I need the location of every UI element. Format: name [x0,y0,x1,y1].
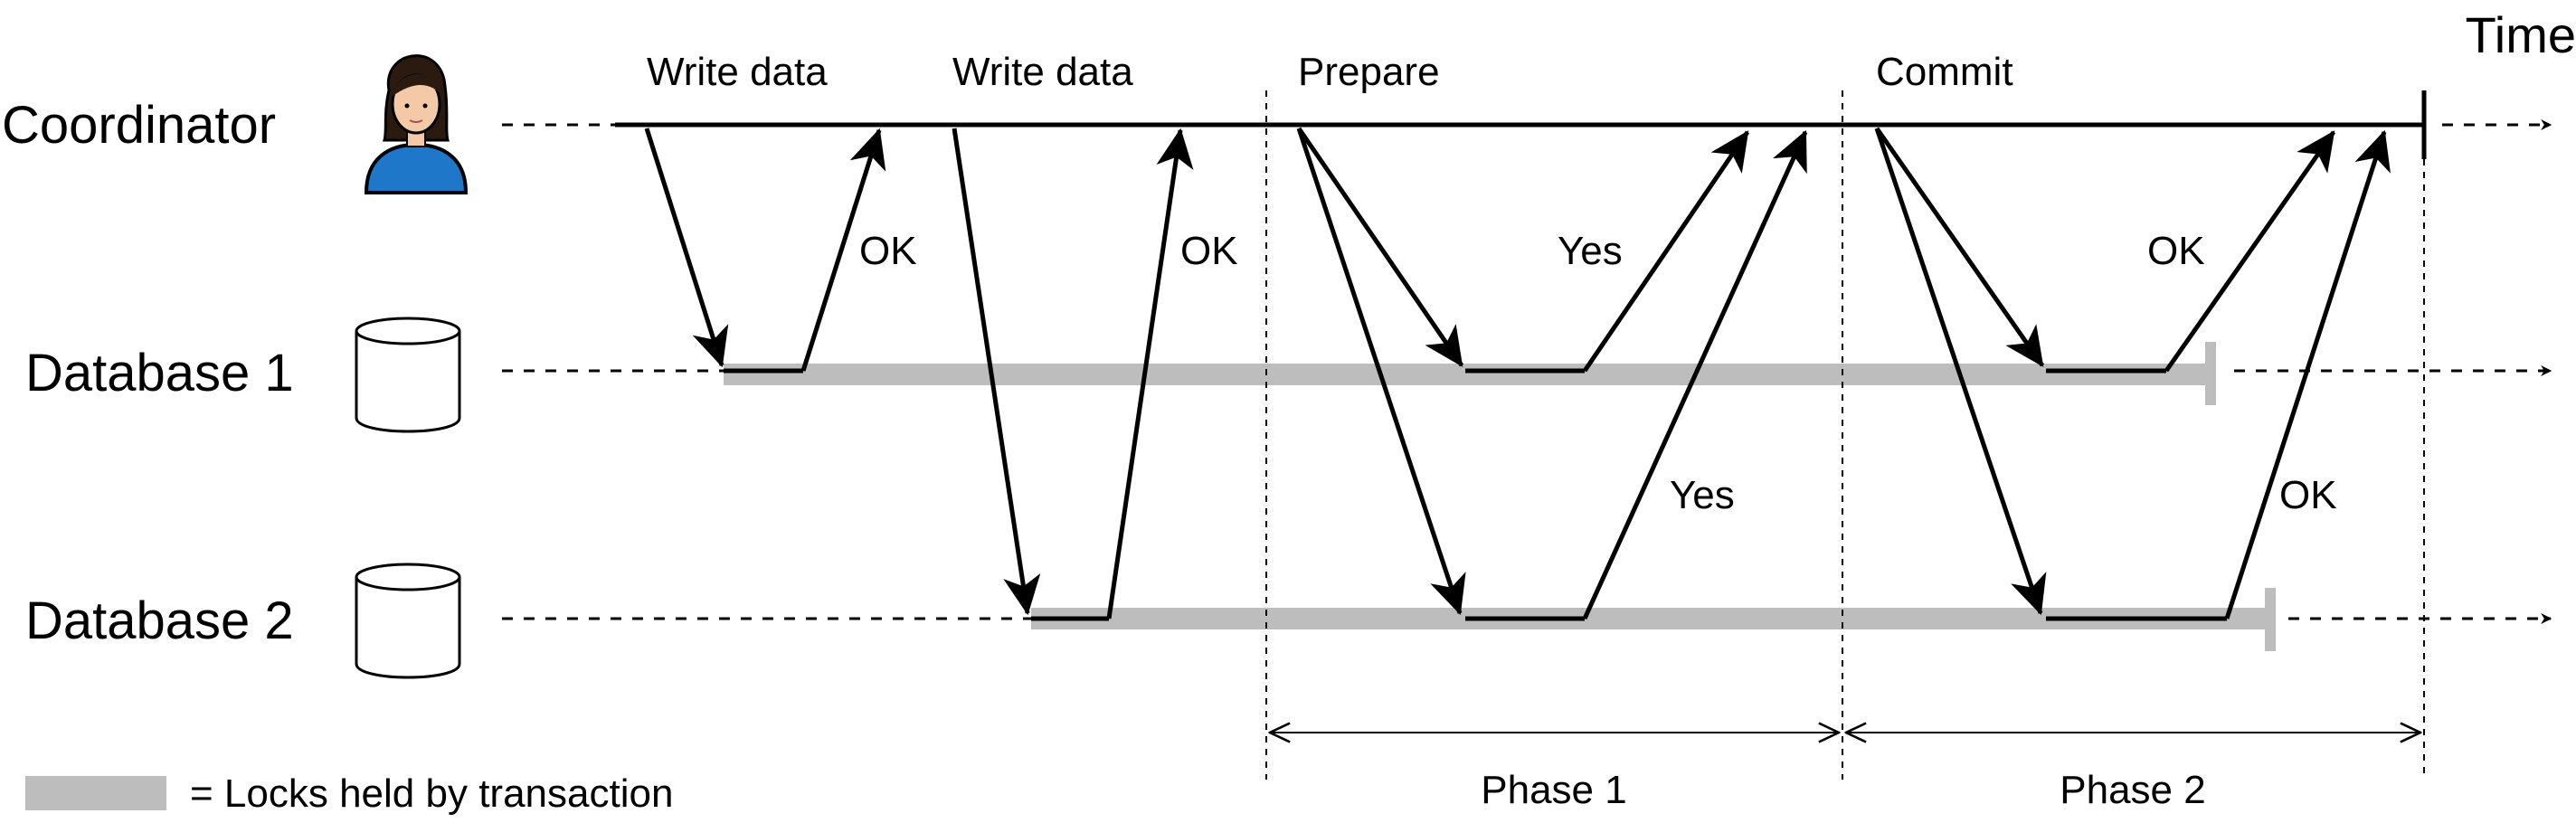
step-label-commit: Commit [1876,50,2013,94]
lock-bar-db2-end [2265,588,2276,651]
step-label-write1: Write data [647,50,828,94]
lock-bars [724,342,2276,651]
time-axis-label: Time [2466,6,2576,63]
lock-bar-db1-end [2205,342,2216,405]
arrow-yes-db1 [1582,130,1750,373]
timelines [502,90,2552,624]
arrow-write-db1 [644,128,729,368]
phase2-label: Phase 2 [2060,768,2205,812]
cylinder-icon [355,317,461,433]
cylinder-icon [355,563,461,679]
arrow-prepare-db2 [1296,128,1466,616]
legend-text: = Locks held by transaction [190,771,673,816]
coordinator-label: Coordinator [2,96,276,155]
step-label-prepare: Prepare [1298,50,1440,94]
phase-dividers [1265,90,2425,780]
lock-bar-db1 [724,364,2207,385]
arrow-yes-db2 [1582,129,1808,620]
arrow-write-db2 [952,128,1041,616]
arrow-ok-write-db2 [1106,128,1194,620]
response-yes-db2: Yes [1670,473,1735,517]
response-ok-write1: OK [859,229,917,273]
arrow-ok-commit-db2 [2224,129,2391,620]
step-label-write2: Write data [952,50,1133,94]
arrow-commit-db2 [1874,128,2047,616]
db1-label: Database 1 [25,344,294,402]
arrow-prepare-db1 [1296,127,1464,367]
person-icon [364,54,469,194]
arrow-ok-write-db1 [800,128,886,372]
response-yes-db1: Yes [1558,229,1623,273]
message-arrows [644,127,2391,620]
response-ok-commit-db2: OK [2279,473,2337,517]
arrow-commit-db1 [1874,127,2045,367]
legend-swatch [25,776,166,810]
response-ok-commit-db1: OK [2147,229,2205,273]
response-ok-write2: OK [1180,229,1238,273]
db2-label: Database 2 [25,591,294,650]
phase1-label: Phase 1 [1481,768,1626,812]
arrow-ok-commit-db1 [2164,130,2336,373]
processing-segments [724,368,2227,621]
